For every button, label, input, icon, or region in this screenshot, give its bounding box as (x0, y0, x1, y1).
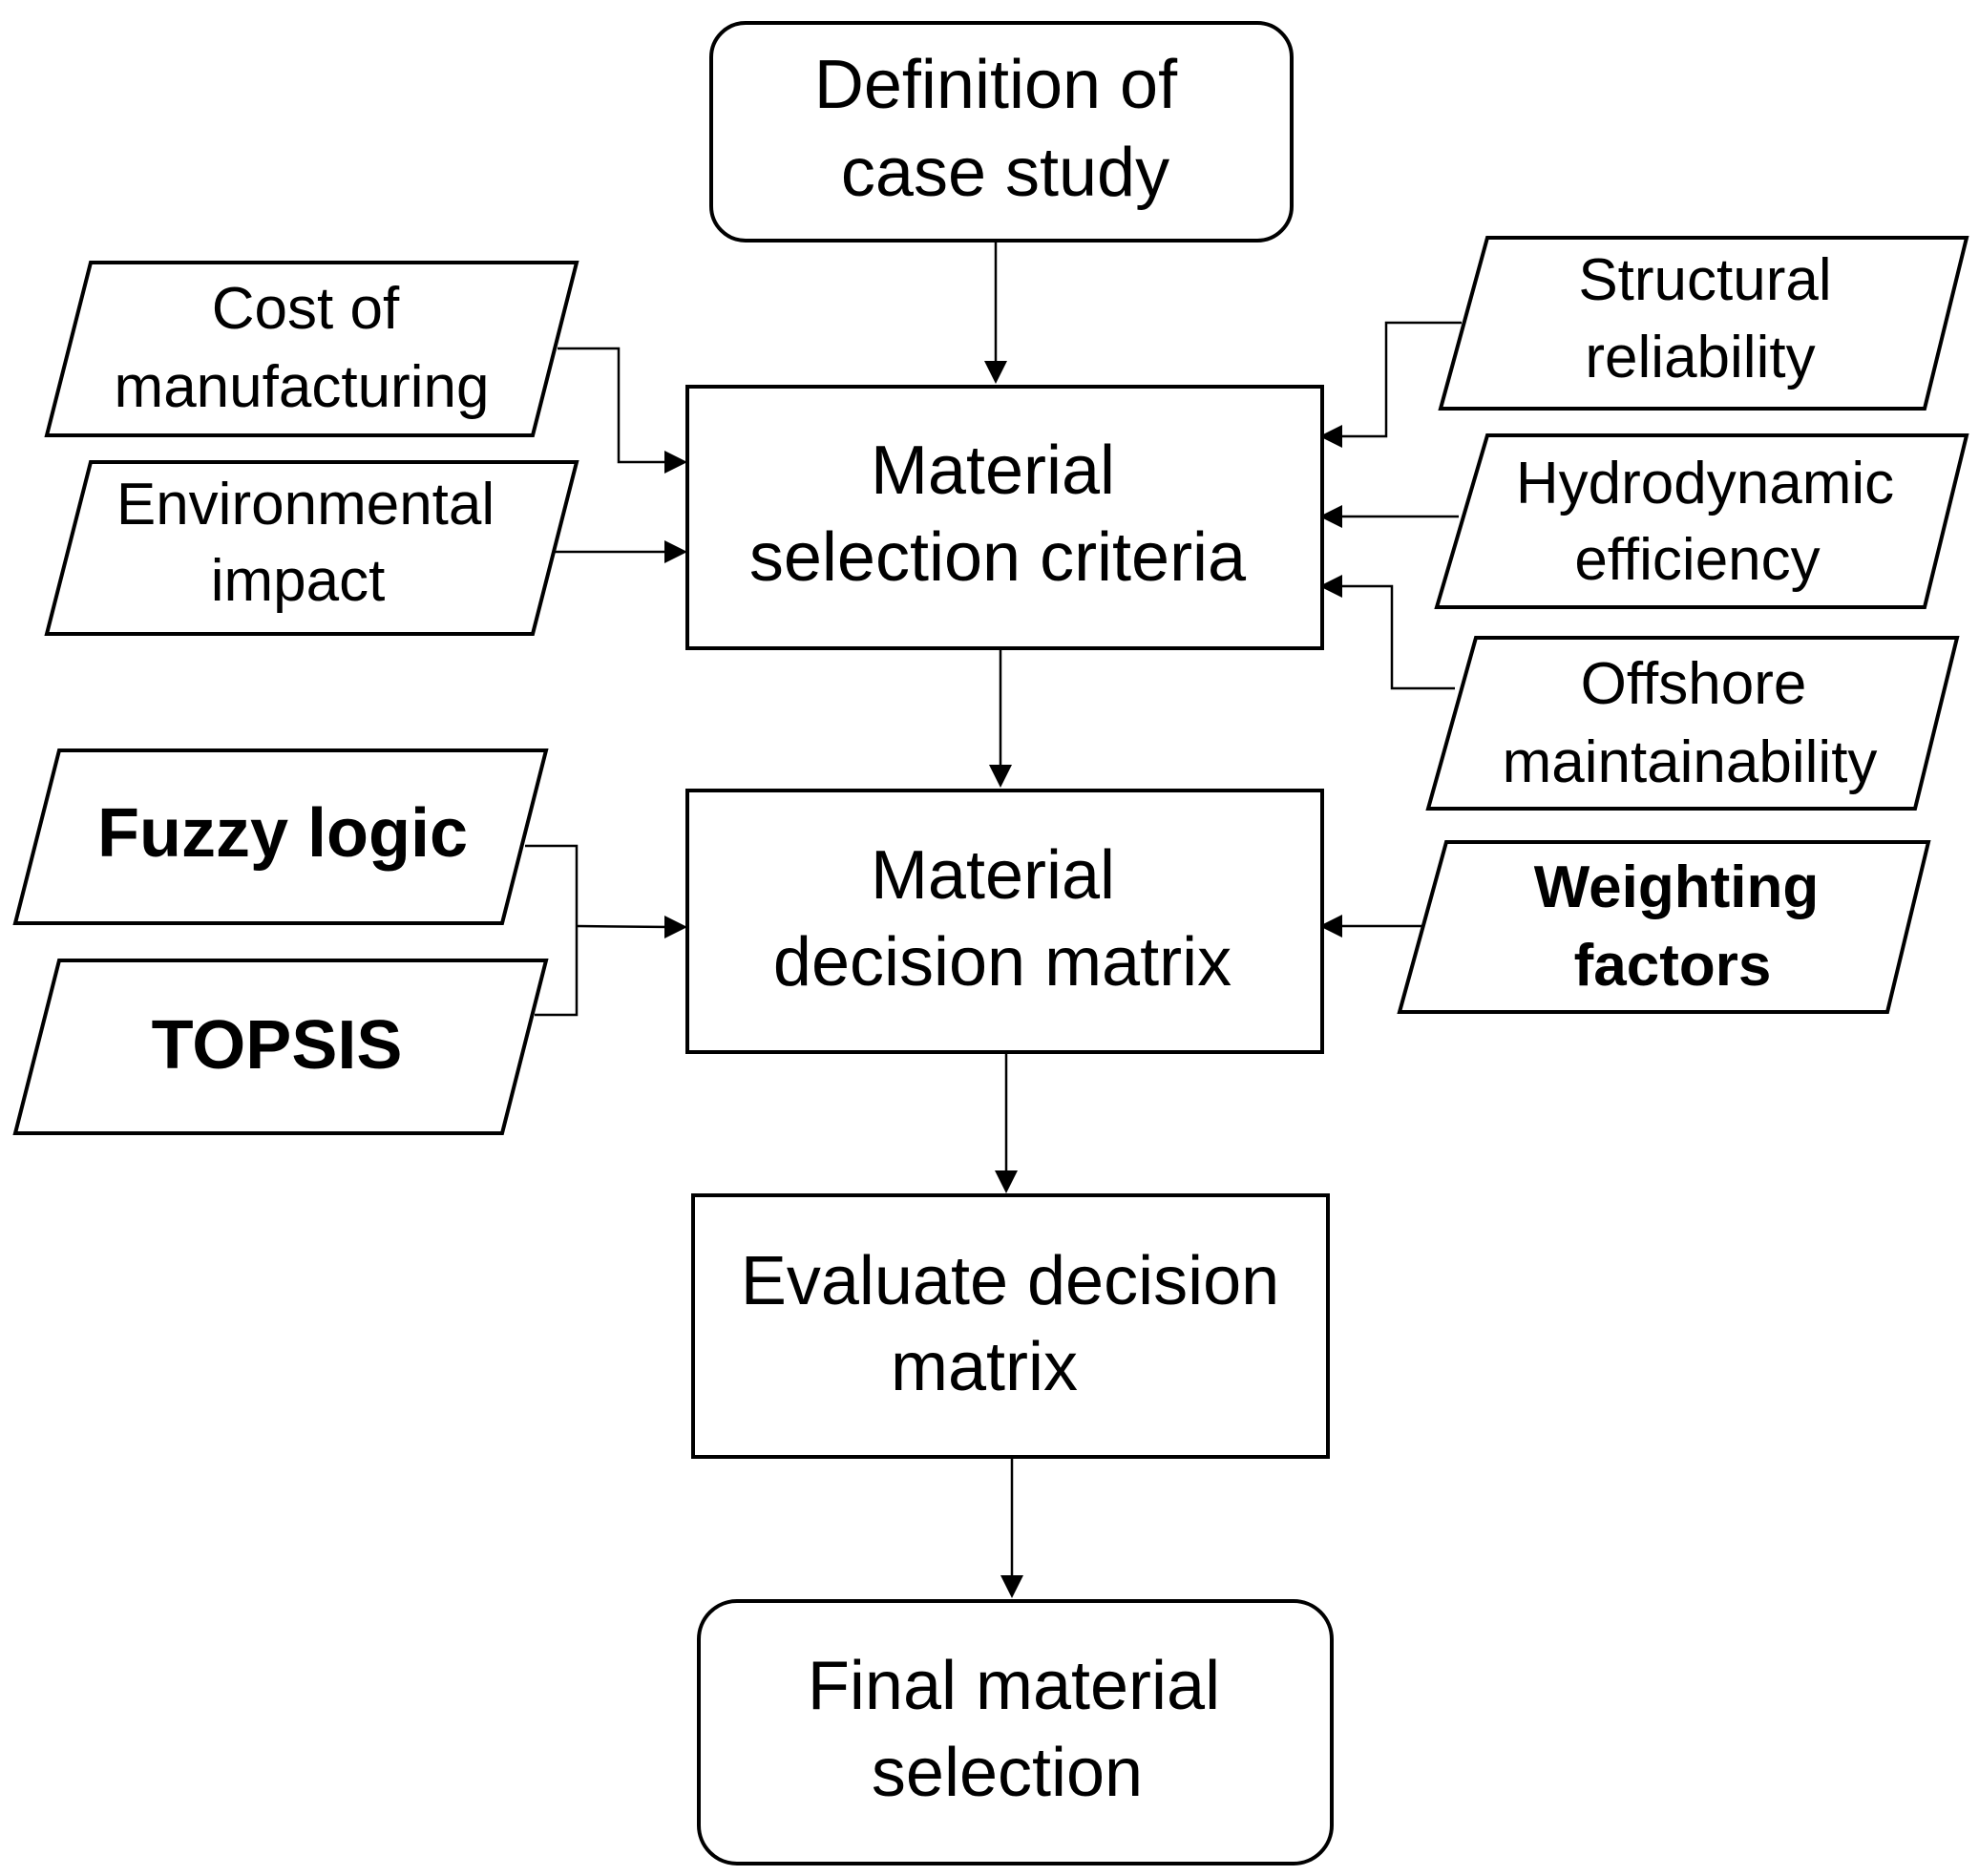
arrowhead (1000, 1575, 1023, 1598)
input-cost-line1: Cost of (212, 276, 400, 342)
input-topsis-label: TOPSIS (152, 1007, 403, 1084)
node-final: Final material selection (697, 1599, 1334, 1865)
arrowhead (1319, 575, 1342, 598)
input-fuzzy-logic-label: Fuzzy logic (97, 795, 468, 872)
input-environmental-line2: impact (211, 548, 386, 614)
arrow-structural-to-criteria (1336, 321, 1462, 438)
arrowhead (1319, 505, 1342, 528)
input-structural-line1: Structural (1578, 247, 1831, 313)
arrowhead (989, 765, 1012, 788)
node-matrix-line2: decision matrix (773, 924, 1232, 1001)
connectors (525, 241, 1462, 1598)
input-weighting: Weighting factors (1397, 840, 1931, 1014)
input-cost-line2: manufacturing (115, 354, 490, 420)
arrowhead (995, 1170, 1018, 1193)
arrowhead (984, 361, 1007, 384)
arrow-methods-to-matrix (576, 924, 672, 929)
input-weighting-line2: factors (1574, 933, 1772, 999)
arrowhead (664, 451, 687, 474)
input-hydrodynamic: Hydrodynamic efficiency (1434, 433, 1969, 609)
input-topsis: TOPSIS (12, 959, 549, 1135)
input-fuzzy-logic: Fuzzy logic (12, 748, 549, 925)
arrow-offshore-to-criteria (1336, 584, 1455, 690)
arrow-cost-to-criteria (558, 347, 671, 464)
input-structural-line2: reliability (1585, 325, 1815, 390)
arrowhead (1319, 915, 1342, 938)
node-definition-line2: case study (841, 135, 1169, 211)
arrowhead (664, 540, 687, 563)
input-offshore-line1: Offshore (1581, 651, 1807, 717)
input-weighting-line1: Weighting (1534, 854, 1819, 920)
node-evaluate-line1: Evaluate decision (741, 1243, 1279, 1319)
node-evaluate: Evaluate decision matrix (691, 1193, 1330, 1459)
node-matrix-line1: Material (871, 837, 1115, 914)
node-definition-line1: Definition of (814, 47, 1178, 123)
input-offshore-line2: maintainability (1503, 729, 1878, 795)
input-cost: Cost of manufacturing (44, 261, 579, 437)
arrow-fuzzy-to-matrix (525, 844, 579, 1017)
node-final-line1: Final material (808, 1648, 1220, 1724)
input-hydrodynamic-line1: Hydrodynamic (1516, 451, 1894, 516)
input-structural: Structural reliability (1438, 236, 1969, 411)
node-final-line2: selection (872, 1735, 1143, 1811)
node-definition: Definition of case study (709, 21, 1294, 242)
node-matrix: Material decision matrix (685, 789, 1324, 1054)
input-environmental: Environmental impact (44, 460, 579, 636)
node-criteria-line1: Material (871, 432, 1115, 509)
node-criteria-line2: selection criteria (749, 519, 1247, 596)
node-criteria: Material selection criteria (685, 385, 1324, 650)
input-environmental-line1: Environmental (116, 472, 495, 538)
arrowhead (664, 916, 687, 938)
input-offshore: Offshore maintainability (1425, 636, 1960, 811)
input-hydrodynamic-line2: efficiency (1574, 527, 1820, 593)
arrowhead (1319, 425, 1342, 448)
node-evaluate-line2: matrix (891, 1329, 1078, 1405)
